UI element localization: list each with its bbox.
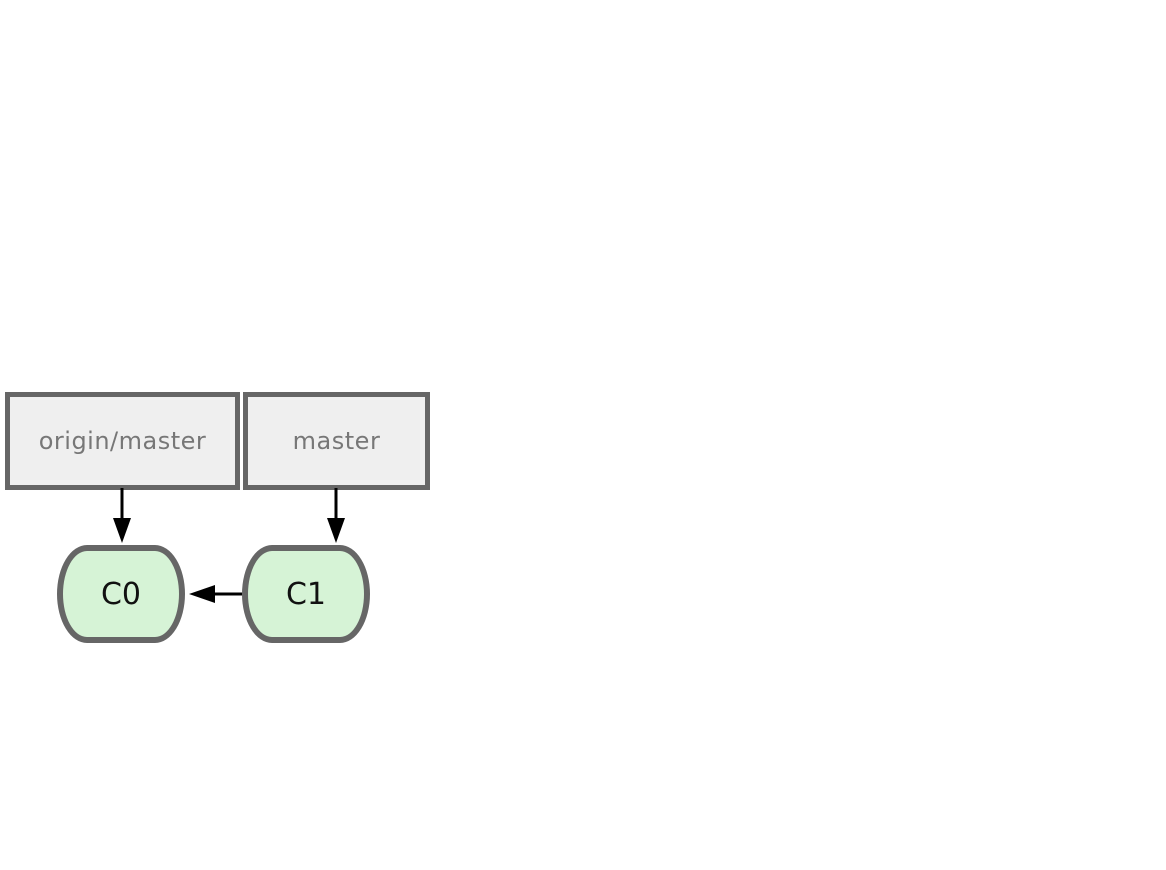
arrow-master-to-c1 [327, 488, 345, 543]
ref-master-label: master [292, 427, 381, 455]
arrow-origin-master-to-c0 [113, 488, 131, 543]
commit-c1: C1 [242, 545, 370, 643]
ref-origin-master-label: origin/master [38, 427, 207, 455]
ref-master: master [243, 392, 430, 490]
commit-c0-label: C0 [100, 576, 142, 612]
ref-origin-master: origin/master [5, 392, 240, 490]
arrow-c1-to-c0 [189, 585, 242, 603]
commit-c1-label: C1 [285, 576, 327, 612]
commit-c0: C0 [57, 545, 185, 643]
